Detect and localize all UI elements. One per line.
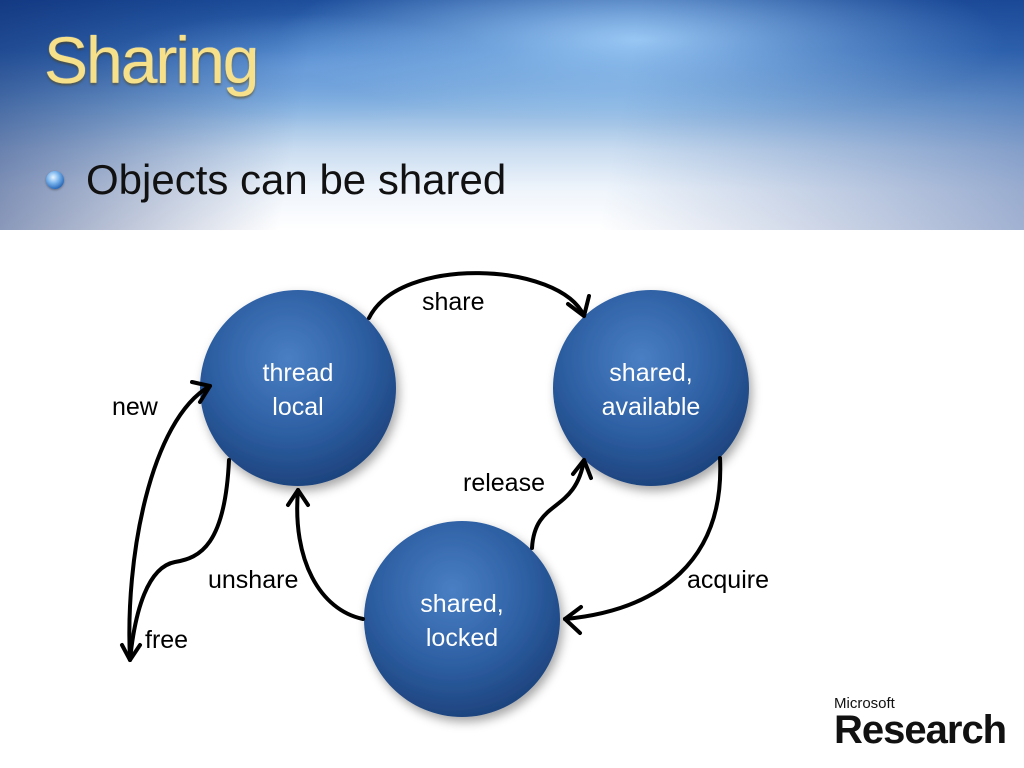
- node-label-shared-locked: shared, locked: [372, 587, 552, 655]
- node-thread-local: [200, 290, 396, 486]
- node-label-thread-local: thread local: [208, 356, 388, 424]
- unshare-arrowhead: [286, 488, 310, 507]
- node-label-line: shared,: [420, 590, 504, 618]
- unshare-arrow: [295, 488, 365, 621]
- free-arrowhead: [120, 643, 142, 662]
- edge-label-acquire: acquire: [687, 566, 769, 594]
- node-label-shared-available: shared, available: [561, 356, 741, 424]
- edge-label-share: share: [422, 288, 485, 316]
- node-shared-locked: [364, 521, 560, 717]
- bullet-orb-icon: [46, 171, 64, 189]
- new-arrowhead: [190, 380, 212, 404]
- node-shared-available: [553, 290, 749, 486]
- release-arrowhead: [571, 458, 593, 480]
- bullet-item: Objects can be shared: [46, 156, 506, 204]
- edge-label-unshare: unshare: [208, 566, 299, 594]
- acquire-arrowhead: [563, 605, 583, 635]
- edge-label-new: new: [112, 393, 158, 421]
- node-label-line: thread: [262, 359, 334, 387]
- free-arrow: [128, 458, 231, 662]
- logo-brand: Microsoft: [834, 695, 895, 712]
- node-label-line: available: [601, 393, 701, 421]
- node-label-line: shared,: [609, 359, 693, 387]
- microsoft-research-logo: Microsoft Research: [834, 695, 1007, 753]
- release-arrow: [530, 458, 586, 550]
- node-label-line: locked: [425, 624, 499, 652]
- share-arrow: [367, 271, 586, 320]
- node-label-line: local: [272, 393, 324, 421]
- acquire-arrow: [563, 456, 723, 621]
- slide-title: Sharing: [44, 23, 259, 97]
- header-banner-shine: [0, 0, 1024, 230]
- edge-label-release: release: [463, 469, 545, 497]
- logo-product: Research: [834, 708, 1007, 752]
- new-arrow: [127, 384, 212, 660]
- bullet-text: Objects can be shared: [86, 156, 507, 203]
- edge-label-free: free: [145, 626, 189, 654]
- share-arrowhead: [566, 294, 591, 318]
